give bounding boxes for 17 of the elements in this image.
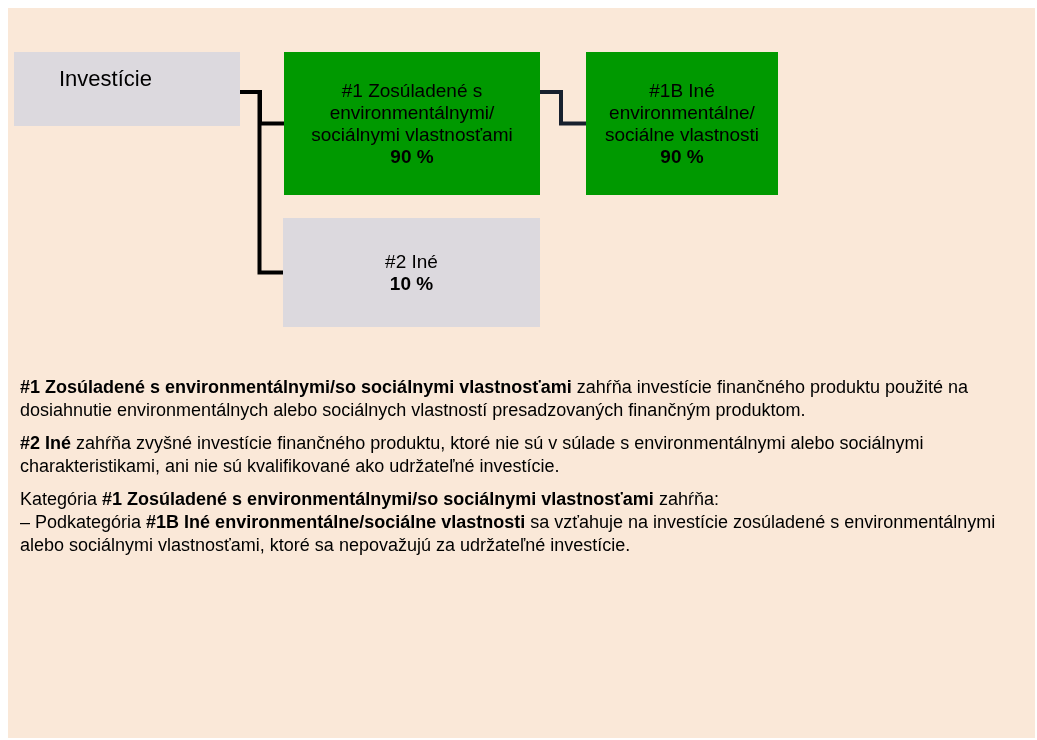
category-title: Investície <box>59 68 152 90</box>
category-box <box>14 52 240 126</box>
category-box <box>284 52 540 195</box>
category-title: #1 Zosúladené s environmentálnymi/ sociálnymi vlastnosťami <box>310 79 514 146</box>
percentage-value: 90 % <box>390 145 434 168</box>
percentage-value: 10 % <box>389 272 434 295</box>
description-paragraph: #2 Iné zahŕňa zvyšné investície finančného produktu, ktoré nie sú v súlade s environmentálnymi alebo sociálnymi charakteristikami, ani nie sú kvalifikované ako udržateľné investície. <box>20 432 925 478</box>
category-title: #1B Iné environmentálne/ sociálne vlastnosti <box>603 79 761 146</box>
category-title: #2 Iné <box>385 250 438 273</box>
category-box <box>586 52 778 195</box>
category-box <box>283 218 540 327</box>
description-paragraph: – Podkategória #1B Iné environmentálne/sociálne vlastnosti sa vzťahuje na investície zosúladené s environmentálnymi alebo sociálnymi vlastnosťami, ktoré sa nepovažujú za udržateľné investície. <box>20 511 997 557</box>
percentage-value: 90 % <box>660 145 704 168</box>
description-paragraph: #1 Zosúladené s environmentálnymi/so sociálnymi vlastnosťami zahŕňa investície finančného produktu použité na dosiahnutie environmentálnych alebo sociálnych vlastností presadzovaných finančným produktom. <box>20 376 970 422</box>
connector-line <box>240 90 283 275</box>
connector-line <box>540 90 586 126</box>
description-paragraph: Kategória #1 Zosúladené s environmentálnymi/so sociálnymi vlastnosťami zahŕňa: <box>20 488 720 511</box>
